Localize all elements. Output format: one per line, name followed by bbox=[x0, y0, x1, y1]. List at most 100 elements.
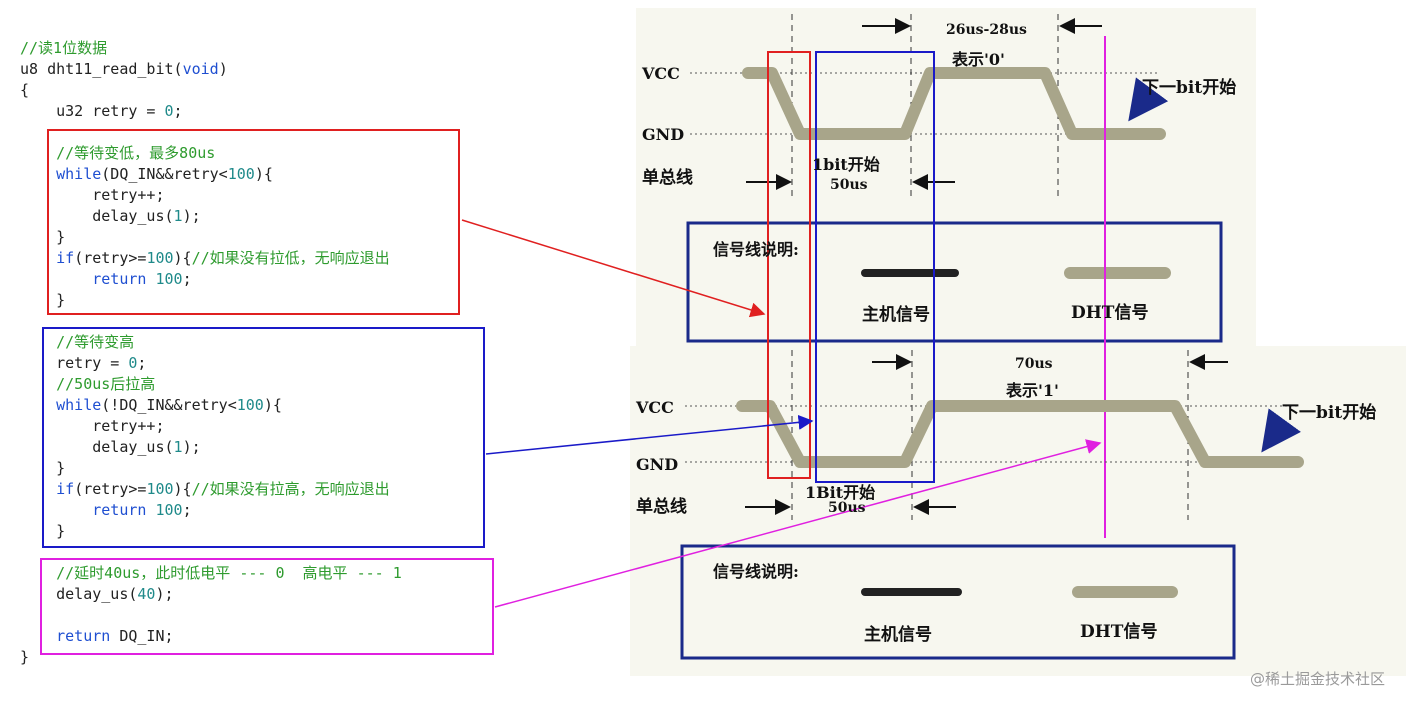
code-token: ); bbox=[182, 207, 201, 225]
code-token: 100 bbox=[227, 165, 255, 183]
code-line: return 100; bbox=[20, 500, 402, 521]
blue-code-box bbox=[42, 327, 485, 548]
code-line: if(retry>=100){//如果没有拉低，无响应退出 bbox=[20, 248, 402, 269]
red-highlight-box bbox=[767, 51, 811, 479]
gnd-label: GND bbox=[642, 125, 685, 144]
meaning-label: 表示'0' bbox=[952, 50, 1005, 69]
vcc-label: VCC bbox=[636, 398, 674, 417]
code-token: u32 retry = bbox=[20, 102, 165, 120]
code-token: 40 bbox=[137, 585, 156, 603]
legend-title: 信号线说明: bbox=[713, 562, 799, 581]
code-token: { bbox=[20, 81, 30, 99]
code-token: retry++; bbox=[20, 417, 165, 435]
code-line: //读1位数据 bbox=[20, 38, 402, 59]
code-line: //延时40us，此时低电平 --- 0 高电平 --- 1 bbox=[20, 563, 402, 584]
bit-start-time-label: 50us bbox=[830, 177, 868, 193]
code-token: //延时40us，此时低电平 --- 0 高电平 --- 1 bbox=[20, 564, 402, 582]
code-token: (!DQ_IN&&retry< bbox=[101, 396, 237, 414]
code-token: if bbox=[56, 249, 75, 267]
code-token: return bbox=[92, 501, 147, 519]
magenta-code-box bbox=[40, 558, 494, 655]
code-line: delay_us(1); bbox=[20, 437, 402, 458]
code-token: } bbox=[20, 291, 66, 309]
code-token: DQ_IN; bbox=[110, 627, 174, 645]
bit-start-time-label: 50us bbox=[828, 500, 866, 516]
code-token: void bbox=[182, 60, 219, 78]
code-token: } bbox=[20, 459, 66, 477]
timing-duration-label: 26us-28us bbox=[946, 22, 1027, 38]
code-token: return bbox=[56, 627, 111, 645]
next-bit-label: 下一bit开始 bbox=[1142, 78, 1237, 98]
code-token: retry = bbox=[20, 354, 129, 372]
code-line: delay_us(40); bbox=[20, 584, 402, 605]
code-token: delay_us( bbox=[20, 585, 138, 603]
code-token: //读1位数据 bbox=[20, 39, 108, 57]
code-token: //50us后拉高 bbox=[20, 375, 156, 393]
timing-duration-label: 70us bbox=[1015, 356, 1053, 372]
code-token: u8 dht11_read_bit( bbox=[20, 60, 183, 78]
code-line: u32 retry = 0; bbox=[20, 101, 402, 122]
code-token: retry++; bbox=[20, 186, 165, 204]
code-token: } bbox=[20, 522, 66, 540]
blue-highlight-box bbox=[815, 51, 935, 483]
code-token: ){ bbox=[263, 396, 282, 414]
magenta-connector-arrow bbox=[494, 439, 1102, 608]
code-token: ; bbox=[182, 501, 192, 519]
code-line: //等待变高 bbox=[20, 332, 402, 353]
code-token: 100 bbox=[146, 249, 174, 267]
code-token: (retry>= bbox=[74, 480, 147, 498]
code-token: delay_us( bbox=[20, 207, 174, 225]
code-token: //等待变高 bbox=[20, 333, 135, 351]
code-line: u8 dht11_read_bit(void) bbox=[20, 59, 402, 80]
code-token: ){ bbox=[254, 165, 273, 183]
code-token: 100 bbox=[155, 501, 183, 519]
code-line: //等待变低，最多80us bbox=[20, 143, 402, 164]
code-line: return DQ_IN; bbox=[20, 626, 402, 647]
code-line: } bbox=[20, 227, 402, 248]
code-token: delay_us( bbox=[20, 438, 174, 456]
code-line: { bbox=[20, 80, 402, 101]
code-token: 0 bbox=[164, 102, 174, 120]
code-token: //等待变低，最多80us bbox=[20, 144, 216, 162]
code-line: if(retry>=100){//如果没有拉高，无响应退出 bbox=[20, 479, 402, 500]
code-line: retry++; bbox=[20, 185, 402, 206]
vcc-label: VCC bbox=[642, 64, 680, 83]
code-token: } bbox=[20, 228, 66, 246]
code-token: ); bbox=[155, 585, 174, 603]
watermark: @稀土掘金技术社区 bbox=[1249, 670, 1385, 688]
code-line: return 100; bbox=[20, 269, 402, 290]
blue-connector-arrow bbox=[485, 414, 814, 455]
code-token: (retry>= bbox=[74, 249, 147, 267]
code-token: 1 bbox=[173, 438, 183, 456]
code-line: } bbox=[20, 521, 402, 542]
dht-waveform-0 bbox=[742, 67, 1166, 140]
dht-waveform-1 bbox=[736, 400, 1304, 468]
code-line: while(!DQ_IN&&retry<100){ bbox=[20, 395, 402, 416]
dht-signal-label: DHT信号 bbox=[1080, 622, 1158, 642]
code-token: ); bbox=[182, 438, 201, 456]
next-bit-label: 下一bit开始 bbox=[1282, 403, 1377, 423]
bus-label: 单总线 bbox=[642, 168, 693, 188]
bit-start-label: 1bit开始 bbox=[812, 155, 880, 174]
next-bit-arrow bbox=[1128, 77, 1169, 122]
code-token: ) bbox=[218, 60, 228, 78]
legend-title: 信号线说明: bbox=[713, 240, 799, 259]
next-bit-arrow bbox=[1261, 408, 1301, 453]
host-signal-label: 主机信号 bbox=[864, 625, 932, 645]
code-line: } bbox=[20, 458, 402, 479]
code-line: retry = 0; bbox=[20, 353, 402, 374]
red-connector-arrow bbox=[461, 219, 766, 318]
code-line: //50us后拉高 bbox=[20, 374, 402, 395]
code-token: while bbox=[56, 165, 102, 183]
code-line: } bbox=[20, 647, 402, 668]
code-token: //如果没有拉高，无响应退出 bbox=[191, 480, 390, 498]
code-token: (DQ_IN&&retry< bbox=[101, 165, 228, 183]
legend-box bbox=[686, 221, 1223, 343]
host-signal-label: 主机信号 bbox=[862, 305, 930, 325]
bus-label: 单总线 bbox=[636, 497, 687, 517]
red-code-box bbox=[47, 129, 460, 315]
code-token: ){ bbox=[173, 249, 192, 267]
bit-start-label: 1Bit开始 bbox=[805, 483, 876, 502]
code-line: } bbox=[20, 290, 402, 311]
